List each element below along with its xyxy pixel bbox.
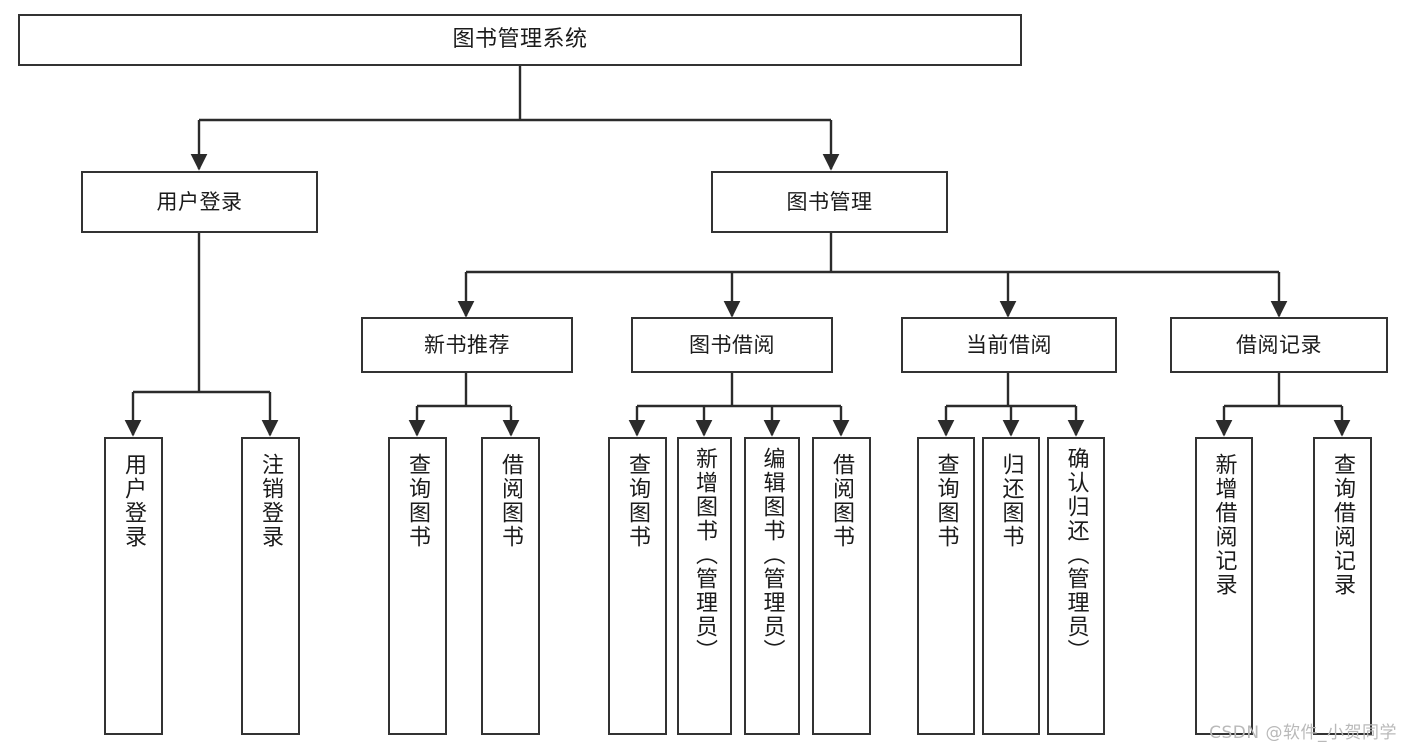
node-leaf-add-record-label: 新增借阅记录 bbox=[1211, 453, 1237, 597]
node-leaf-query-book-2-label: 查询图书 bbox=[625, 453, 651, 549]
node-leaf-edit-book[interactable]: 编辑图书（管理员） bbox=[744, 437, 800, 735]
node-root-label: 图书管理系统 bbox=[452, 27, 588, 53]
node-leaf-confirm-return-label: 确认归还（管理员） bbox=[1063, 447, 1089, 663]
node-leaf-add-book[interactable]: 新增图书（管理员） bbox=[677, 437, 732, 735]
node-book-manage[interactable]: 图书管理 bbox=[711, 171, 948, 233]
node-leaf-borrow-book-2[interactable]: 借阅图书 bbox=[812, 437, 871, 735]
node-leaf-query-book-1[interactable]: 查询图书 bbox=[388, 437, 447, 735]
node-leaf-return-book-label: 归还图书 bbox=[998, 453, 1024, 549]
node-leaf-logout-login[interactable]: 注销登录 bbox=[241, 437, 300, 735]
node-new-book-recommend-label: 新书推荐 bbox=[424, 332, 510, 357]
node-leaf-confirm-return[interactable]: 确认归还（管理员） bbox=[1047, 437, 1105, 735]
node-leaf-borrow-book-1-label: 借阅图书 bbox=[498, 453, 524, 549]
node-leaf-query-book-3-label: 查询图书 bbox=[933, 453, 959, 549]
node-user-login-label: 用户登录 bbox=[156, 189, 243, 214]
node-leaf-user-login[interactable]: 用户登录 bbox=[104, 437, 163, 735]
node-book-borrow-label: 图书借阅 bbox=[689, 332, 775, 357]
node-book-manage-label: 图书管理 bbox=[786, 189, 873, 214]
node-leaf-logout-login-label: 注销登录 bbox=[258, 453, 284, 549]
node-leaf-borrow-book-1[interactable]: 借阅图书 bbox=[481, 437, 540, 735]
node-leaf-query-record-label: 查询借阅记录 bbox=[1330, 453, 1356, 597]
node-root[interactable]: 图书管理系统 bbox=[18, 14, 1022, 66]
node-new-book-recommend[interactable]: 新书推荐 bbox=[361, 317, 573, 373]
node-user-login[interactable]: 用户登录 bbox=[81, 171, 318, 233]
node-current-borrow-label: 当前借阅 bbox=[966, 332, 1052, 357]
node-leaf-edit-book-label: 编辑图书（管理员） bbox=[759, 447, 785, 663]
node-leaf-add-book-label: 新增图书（管理员） bbox=[692, 447, 718, 663]
node-borrow-record-label: 借阅记录 bbox=[1236, 332, 1322, 357]
node-leaf-query-book-3[interactable]: 查询图书 bbox=[917, 437, 975, 735]
watermark-text: CSDN @软件_小贺同学 bbox=[1209, 723, 1397, 743]
node-book-borrow[interactable]: 图书借阅 bbox=[631, 317, 833, 373]
node-leaf-query-book-2[interactable]: 查询图书 bbox=[608, 437, 667, 735]
node-leaf-return-book[interactable]: 归还图书 bbox=[982, 437, 1040, 735]
node-leaf-query-book-1-label: 查询图书 bbox=[405, 453, 431, 549]
node-leaf-user-login-label: 用户登录 bbox=[121, 453, 147, 549]
node-leaf-query-record[interactable]: 查询借阅记录 bbox=[1313, 437, 1372, 735]
node-borrow-record[interactable]: 借阅记录 bbox=[1170, 317, 1388, 373]
node-leaf-borrow-book-2-label: 借阅图书 bbox=[829, 453, 855, 549]
node-current-borrow[interactable]: 当前借阅 bbox=[901, 317, 1117, 373]
node-leaf-add-record[interactable]: 新增借阅记录 bbox=[1195, 437, 1253, 735]
